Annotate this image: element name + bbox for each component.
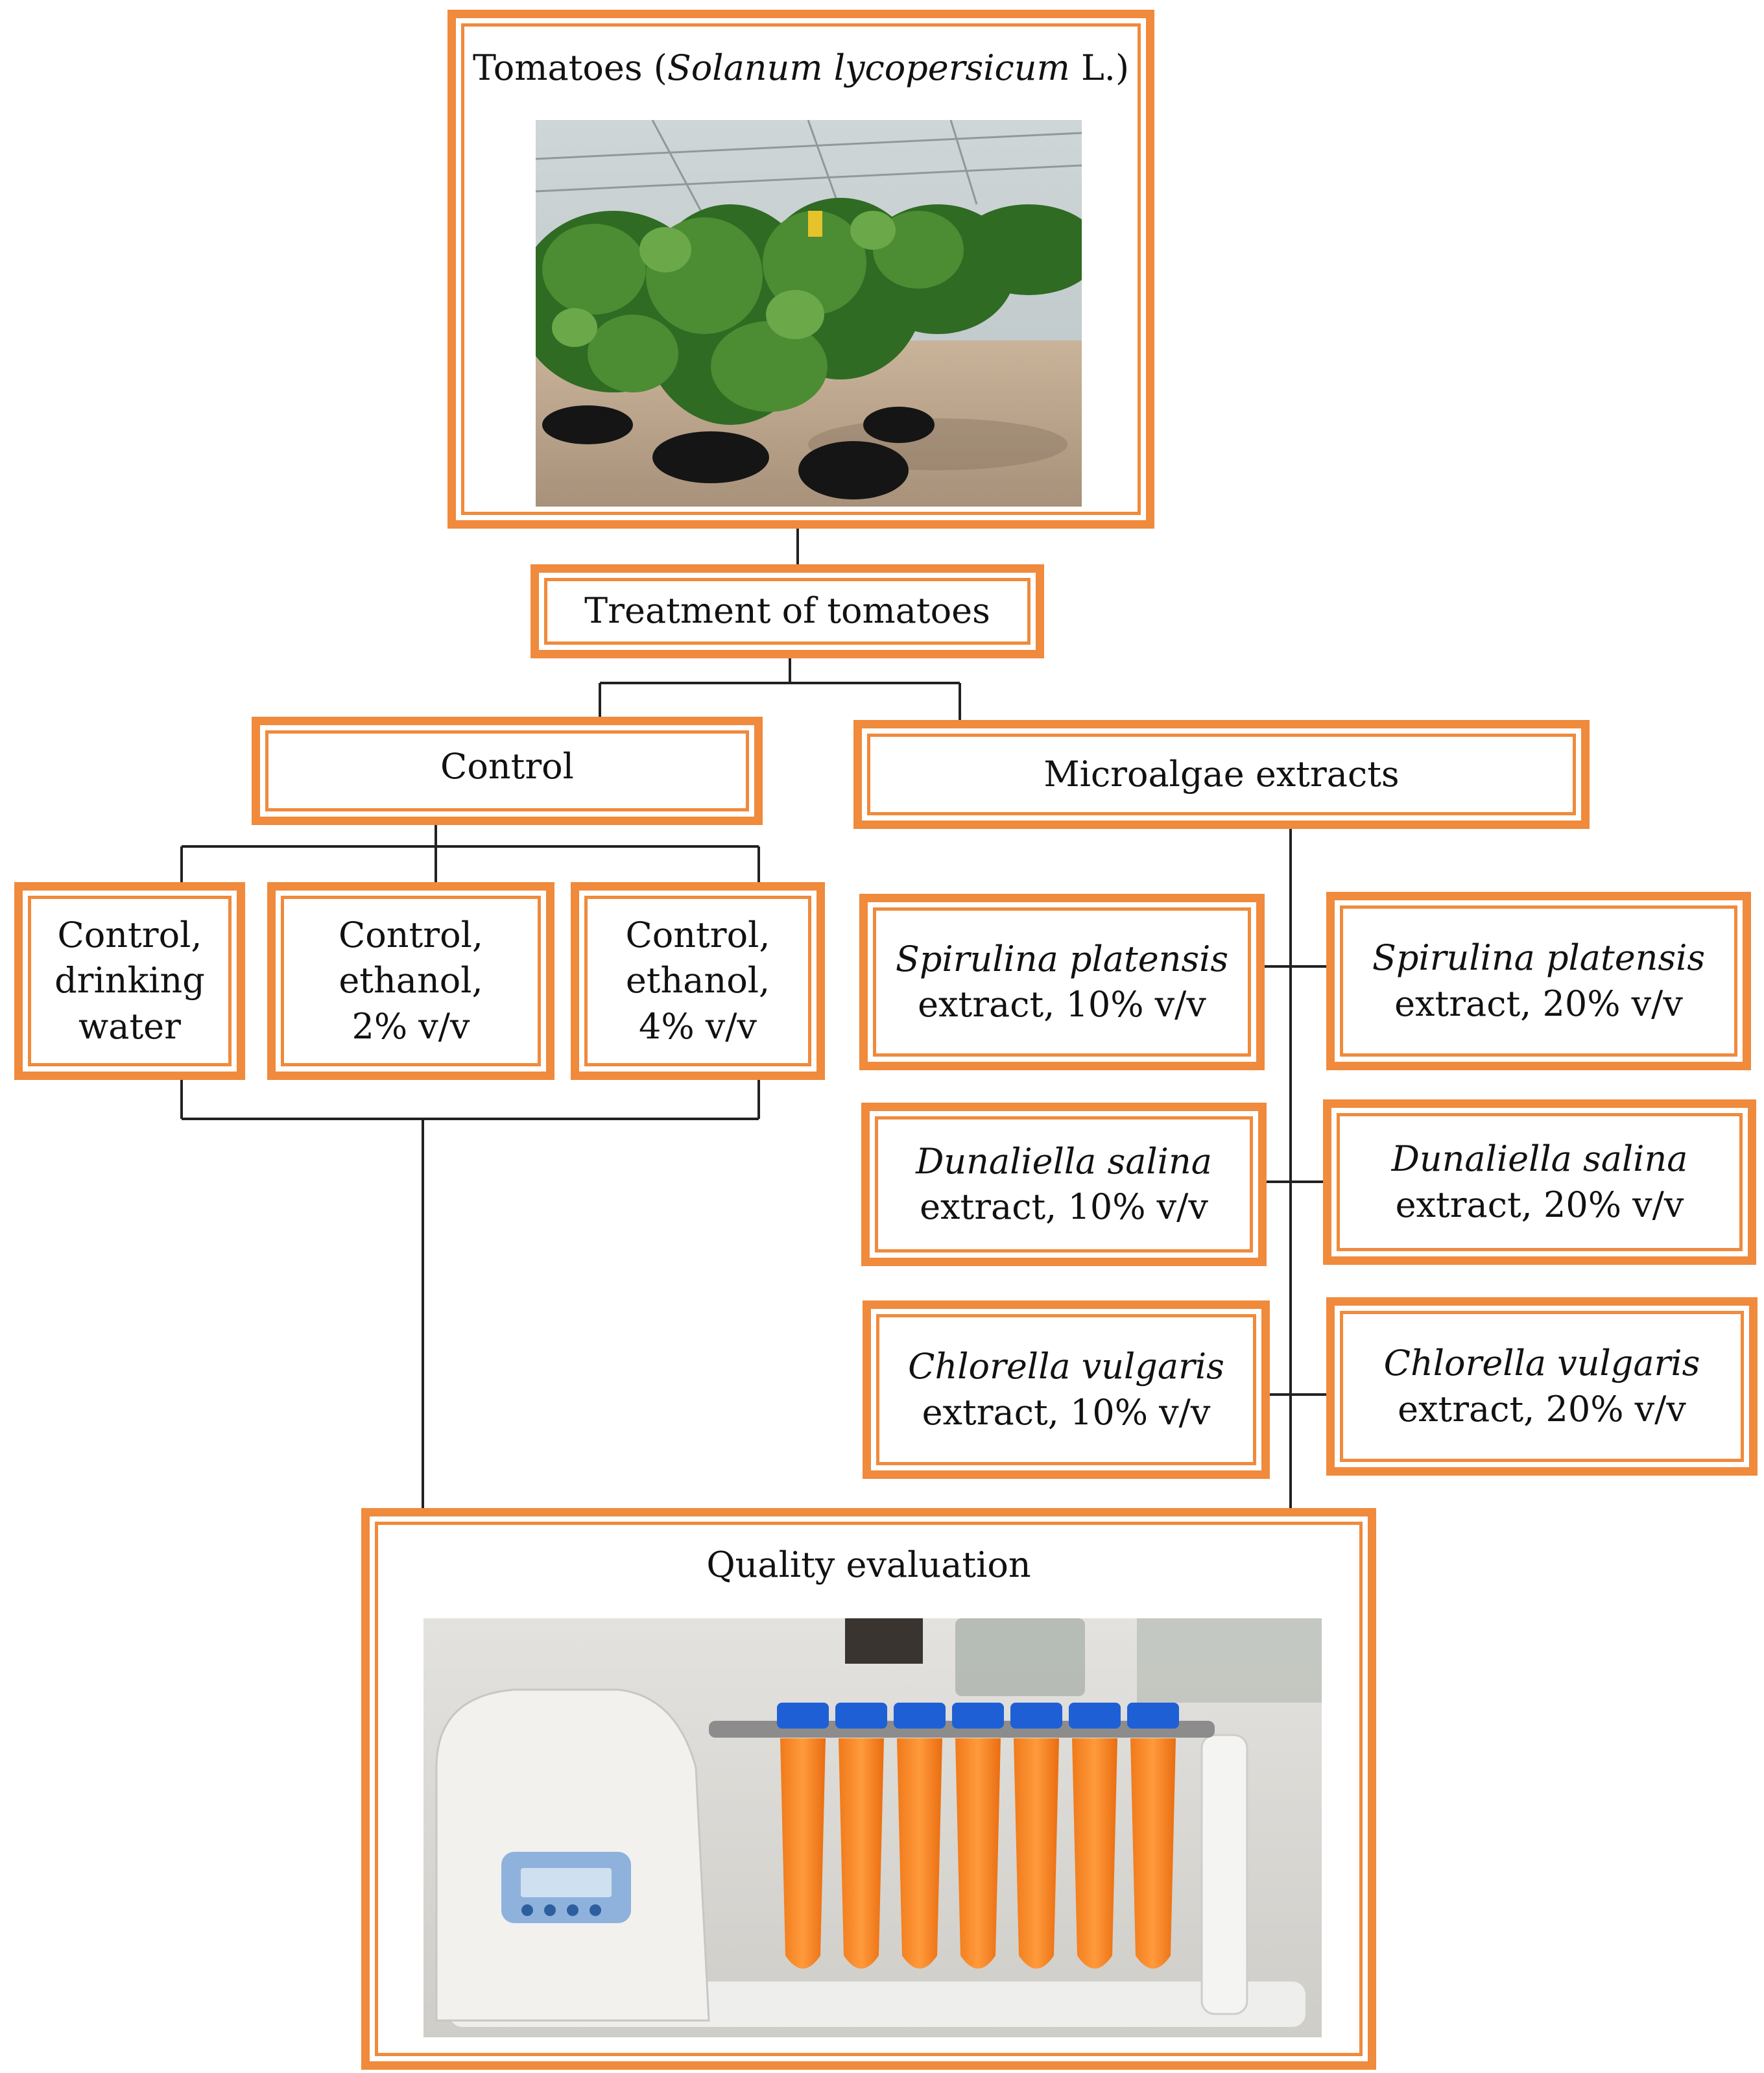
species-name: Solanum lycopersicum	[667, 47, 1070, 88]
treatment-box: Treatment of tomatoes	[530, 564, 1044, 658]
concentration-label: extract, 20% v/v	[1394, 983, 1683, 1024]
species-label: Spirulina platensis	[1372, 937, 1706, 979]
dunaliella-20-box: Dunaliella salina extract, 20% v/v	[1323, 1099, 1756, 1265]
microalgae-label: Microalgae extracts	[1043, 753, 1400, 795]
species-label: Dunaliella salina	[1391, 1138, 1688, 1180]
spirulina-10-box: Spirulina platensis extract, 10% v/v	[859, 894, 1265, 1070]
greenhouse-photo	[536, 120, 1082, 507]
tomatoes-title: Tomatoes (Solanum lycopersicum L.)	[472, 47, 1130, 88]
control-item-line: ethanol,	[339, 960, 483, 1001]
tomatoes-box: Tomatoes (Solanum lycopersicum L.)	[447, 10, 1154, 529]
control-drinking-water-box: Control, drinking water	[14, 882, 245, 1080]
control-item-line: Control,	[57, 915, 202, 956]
control-item-line: drinking	[54, 960, 205, 1001]
control-item-line: Control,	[338, 915, 484, 956]
species-label: Chlorella vulgaris	[1383, 1343, 1700, 1384]
control-ethanol-4-box: Control, ethanol, 4% v/v	[571, 882, 825, 1080]
concentration-label: extract, 10% v/v	[922, 1391, 1211, 1433]
control-ethanol-2-box: Control, ethanol, 2% v/v	[267, 882, 554, 1080]
rotator-photo	[423, 1618, 1322, 2037]
quality-evaluation-box: Quality evaluation	[361, 1508, 1376, 2070]
species-label: Chlorella vulgaris	[908, 1346, 1224, 1387]
concentration-label: extract, 20% v/v	[1395, 1184, 1684, 1225]
control-item-line: water	[78, 1005, 181, 1047]
control-item-line: 4% v/v	[638, 1005, 757, 1047]
control-label: Control	[440, 746, 574, 787]
control-item-line: ethanol,	[625, 960, 770, 1001]
chlorella-10-box: Chlorella vulgaris extract, 10% v/v	[863, 1300, 1270, 1479]
concentration-label: extract, 10% v/v	[918, 984, 1206, 1025]
dunaliella-10-box: Dunaliella salina extract, 10% v/v	[861, 1103, 1267, 1266]
control-item-line: 2% v/v	[352, 1005, 470, 1047]
chlorella-20-box: Chlorella vulgaris extract, 20% v/v	[1326, 1297, 1758, 1476]
microalgae-box: Microalgae extracts	[853, 720, 1590, 829]
concentration-label: extract, 10% v/v	[920, 1186, 1208, 1227]
quality-evaluation-label: Quality evaluation	[706, 1544, 1031, 1585]
concentration-label: extract, 20% v/v	[1398, 1388, 1686, 1430]
spirulina-20-box: Spirulina platensis extract, 20% v/v	[1326, 892, 1751, 1070]
species-label: Spirulina platensis	[895, 938, 1229, 979]
treatment-label: Treatment of tomatoes	[584, 590, 990, 632]
control-item-line: Control,	[625, 915, 770, 956]
control-box: Control	[252, 717, 763, 825]
species-label: Dunaliella salina	[916, 1140, 1212, 1182]
